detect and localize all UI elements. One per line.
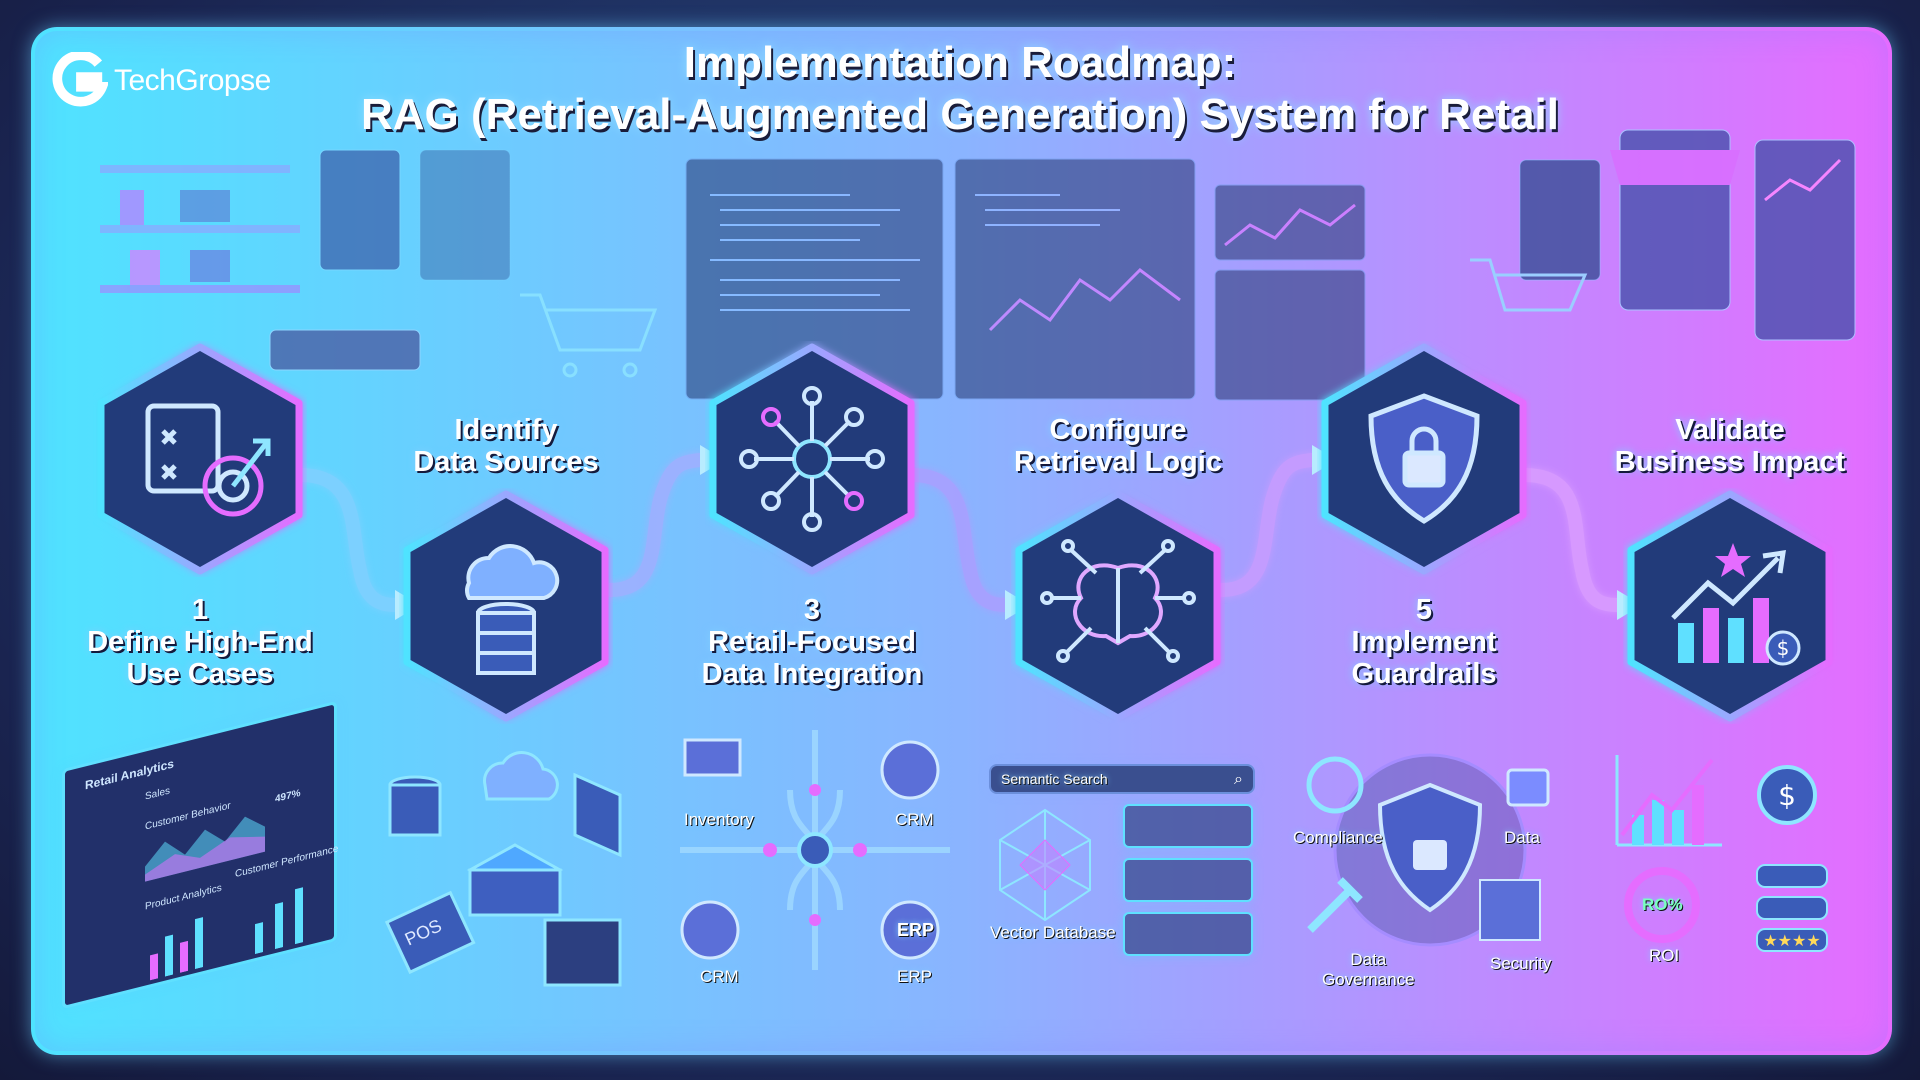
erp-gear-label: ERP — [897, 920, 935, 940]
semantic-search-input[interactable]: Semantic Search ⌕ — [989, 764, 1255, 794]
data-integration-illustration — [680, 730, 950, 970]
inventory-label: Inventory — [684, 810, 754, 829]
security-label: Security — [1490, 954, 1552, 973]
flow-arrows — [293, 453, 1624, 612]
page-title-line1: Implementation Roadmap: — [683, 38, 1237, 87]
crm-bottom-label: CRM — [700, 967, 739, 986]
step-6-hexagon[interactable]: $ — [1623, 488, 1837, 724]
retail-analytics-dashboard: Retail Analytics Sales Customer Behavior… — [62, 700, 338, 1010]
step-1-hexagon[interactable] — [93, 341, 307, 577]
guardrails-illustration — [1306, 753, 1550, 947]
compliance-label: Compliance — [1293, 828, 1383, 847]
crm-top-label: CRM — [895, 810, 934, 829]
search-icon: ⌕ — [1234, 769, 1243, 788]
step-3-hexagon[interactable] — [705, 341, 919, 577]
data-label: Data — [1504, 828, 1540, 847]
step-2-hexagon[interactable] — [399, 488, 613, 724]
shelves — [100, 149, 511, 371]
strategy-target-icon — [145, 403, 271, 517]
search-result-2 — [1123, 858, 1253, 902]
brain-circuit-icon — [1040, 539, 1196, 663]
growth-chart-icon: $ — [1671, 543, 1801, 666]
data-sources-illustration: POS — [384, 751, 622, 987]
roi-gauge-text: RO% — [1642, 895, 1683, 914]
cloud-database-icon — [465, 544, 560, 675]
network-hub-icon — [739, 386, 885, 532]
dashboard-area-chart — [145, 816, 265, 882]
storefront-screens — [1470, 129, 1856, 341]
page-title-line2: RAG (Retrieval-Augmented Generation) Sys… — [360, 90, 1559, 139]
roi-label: ROI — [1649, 946, 1680, 965]
step-4-hexagon[interactable] — [1011, 488, 1225, 724]
dashboard-gauge-value: 497% — [275, 787, 301, 806]
dashboard-sales: Sales — [145, 785, 171, 803]
code-editor-panels — [685, 158, 1366, 401]
rating-stars: ★★★★ — [1763, 931, 1820, 950]
shield-lock-icon — [1368, 393, 1480, 524]
shopping-cart-icon — [520, 293, 658, 378]
logo-text: TechGropse — [114, 64, 271, 97]
business-impact-illustration: $ ★★★★ — [1615, 755, 1828, 952]
step-5-hexagon[interactable] — [1317, 341, 1531, 577]
logo-g-icon — [52, 52, 108, 107]
erp-label: ERP — [897, 967, 932, 986]
search-result-3 — [1123, 912, 1253, 956]
dashboard-bar-chart — [150, 887, 303, 981]
svg-text:$: $ — [1777, 636, 1790, 660]
search-placeholder: Semantic Search — [1001, 771, 1108, 787]
vector-database-label: Vector Database — [990, 923, 1116, 942]
svg-text:$: $ — [1778, 779, 1796, 812]
techgropse-logo: TechGropse — [50, 52, 271, 110]
search-result-1 — [1123, 804, 1253, 848]
vector-database-icon — [999, 808, 1091, 922]
